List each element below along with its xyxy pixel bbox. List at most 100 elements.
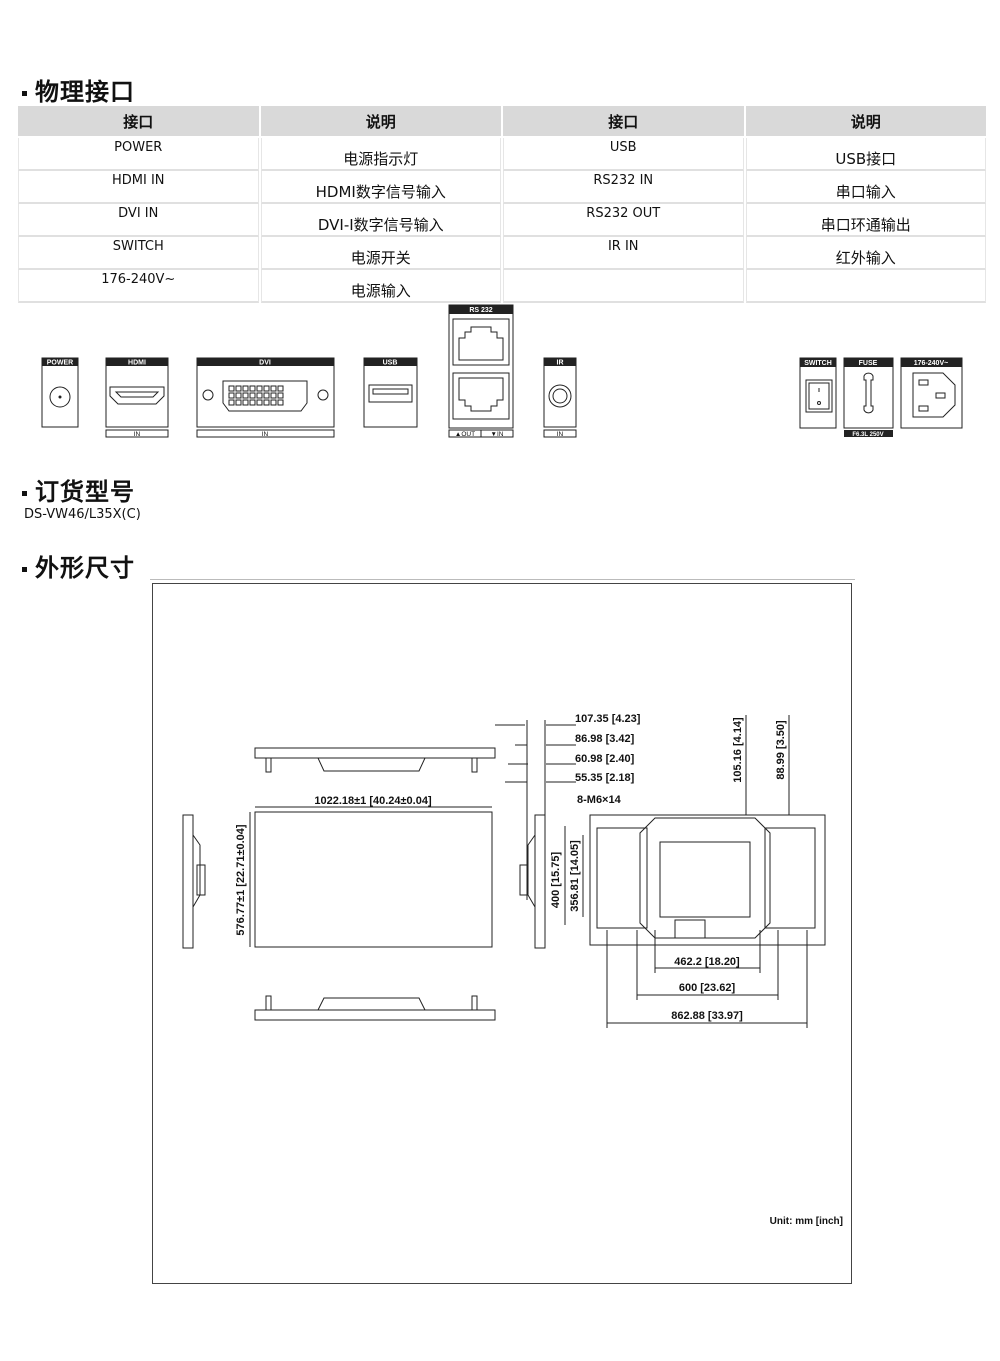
- vertical-dimension-400: 400 [15.75]: [550, 852, 562, 909]
- horizontal-dimension-862: 862.88 [33.97]: [671, 1010, 743, 1022]
- dvi-pin: [228, 399, 235, 406]
- rear-view: 8-M6×14 105.16 [4.14] 88.99 [3.50] 400 […: [550, 715, 826, 1028]
- dvi-pin: [228, 385, 235, 392]
- drawing-frame: [152, 583, 852, 1284]
- col-header: 接口: [18, 106, 259, 138]
- ir-label: IR: [557, 360, 564, 367]
- bullet-icon: [22, 490, 27, 496]
- interface-cell: DVI IN: [18, 204, 259, 237]
- ac-label: 176-240V~: [914, 360, 948, 367]
- bullet-icon: [22, 566, 27, 572]
- usb-connector-icon: [368, 384, 413, 403]
- interface-cell: RS232 OUT: [503, 204, 744, 237]
- ir-port: IR IN: [543, 357, 577, 438]
- height-dimension: 576.77±1 [22.71±0.04]: [235, 824, 247, 935]
- depth-dimension-3: 60.98 [2.40]: [575, 753, 635, 765]
- rs232-port: RS 232 ▲OUT ▼IN: [448, 304, 514, 438]
- model-number: DS-VW46/L35X(C): [24, 507, 141, 522]
- top-view: [254, 747, 496, 773]
- description-cell: [745, 270, 986, 303]
- fuse-icon: [863, 372, 874, 414]
- rj45-in-icon: [458, 377, 504, 412]
- usb-label: USB: [383, 360, 398, 367]
- vertical-dimension-356: 356.81 [14.05]: [569, 840, 581, 912]
- horizontal-dimension-600: 600 [23.62]: [679, 982, 736, 994]
- dvi-in-label: IN: [262, 431, 269, 438]
- iec-inlet-icon: [912, 372, 956, 418]
- description-cell: 电源输入: [260, 270, 501, 303]
- dimension-drawing: 1022.18±1 [40.24±0.04] 576.77±1 [22.71±0…: [182, 713, 843, 1227]
- ir-jack-icon: [548, 384, 572, 408]
- dvi-connector-icon: [222, 380, 308, 412]
- power-label: POWER: [47, 360, 73, 367]
- col-header: 说明: [745, 106, 986, 138]
- dvi-pin: [263, 385, 270, 392]
- dvi-pin: [270, 392, 277, 399]
- section-title-dimensions: 外形尺寸: [22, 548, 135, 583]
- rs232-in-label: ▼IN: [491, 431, 504, 438]
- left-side-view: [182, 814, 206, 949]
- dvi-label: DVI: [259, 360, 271, 367]
- dvi-pin: [242, 399, 249, 406]
- interface-cell: HDMI IN: [18, 171, 259, 204]
- depth-dimension-2: 86.98 [3.42]: [575, 733, 635, 745]
- dvi-pin: [270, 385, 277, 392]
- fuse-port: FUSE F6.3L 250V: [843, 357, 894, 438]
- description-cell: 电源指示灯: [260, 138, 501, 171]
- bullet-icon: [22, 90, 27, 96]
- dvi-pin: [242, 385, 249, 392]
- col-header: 接口: [503, 106, 744, 138]
- description-cell: HDMI数字信号输入: [260, 171, 501, 204]
- rj45-out-icon: [458, 326, 504, 361]
- usb-port: USB: [363, 357, 418, 428]
- switch-label: SWITCH: [804, 360, 832, 367]
- width-dimension: 1022.18±1 [40.24±0.04]: [314, 795, 432, 807]
- dvi-pin: [270, 399, 277, 406]
- front-view: 1022.18±1 [40.24±0.04] 576.77±1 [22.71±0…: [235, 795, 493, 948]
- table-row: 176-240V~电源输入: [18, 270, 986, 303]
- depth-dimension-1: 107.35 [4.23]: [575, 713, 641, 725]
- right-side-view: 107.35 [4.23] 86.98 [3.42] 60.98 [2.40] …: [495, 713, 641, 949]
- interface-cell: USB: [503, 138, 744, 171]
- dvi-pin: [277, 385, 284, 392]
- interface-cell: SWITCH: [18, 237, 259, 270]
- interface-cell: 176-240V~: [18, 270, 259, 303]
- hdmi-connector-icon: [109, 386, 165, 405]
- description-cell: DVI-I数字信号输入: [260, 204, 501, 237]
- rs232-label: RS 232: [469, 307, 492, 314]
- fuse-label: FUSE: [859, 360, 878, 367]
- dvi-pin: [235, 399, 242, 406]
- interface-cell: RS232 IN: [503, 171, 744, 204]
- rs232-out-label: ▲OUT: [455, 431, 475, 438]
- horizontal-dimension-462: 462.2 [18.20]: [674, 956, 740, 968]
- section-title-order: 订货型号: [22, 472, 135, 507]
- dvi-pin: [256, 385, 263, 392]
- dvi-pin: [277, 399, 284, 406]
- screw-spec: 8-M6×14: [577, 794, 622, 806]
- dvi-pin: [235, 385, 242, 392]
- top-dimension-1: 105.16 [4.14]: [732, 717, 744, 783]
- fuse-rating-label: F6.3L 250V: [852, 432, 883, 438]
- depth-dimension-4: 55.35 [2.18]: [575, 772, 635, 784]
- interface-cell: IR IN: [503, 237, 744, 270]
- interface-cell: [503, 270, 744, 303]
- dvi-pin: [263, 399, 270, 406]
- col-header: 说明: [260, 106, 501, 138]
- description-cell: 串口环通输出: [745, 204, 986, 237]
- dvi-pin: [242, 392, 249, 399]
- title-text: 订货型号: [35, 478, 135, 506]
- dvi-pin: [235, 392, 242, 399]
- dvi-pin: [277, 392, 284, 399]
- ir-in-label: IN: [557, 431, 564, 438]
- power-port: POWER: [41, 357, 79, 428]
- description-cell: 电源开关: [260, 237, 501, 270]
- dvi-pin: [249, 385, 256, 392]
- bottom-view: [254, 995, 496, 1021]
- description-cell: 红外输入: [745, 237, 986, 270]
- hdmi-port: HDMI IN: [105, 357, 169, 438]
- switch-port: SWITCH: [799, 357, 837, 429]
